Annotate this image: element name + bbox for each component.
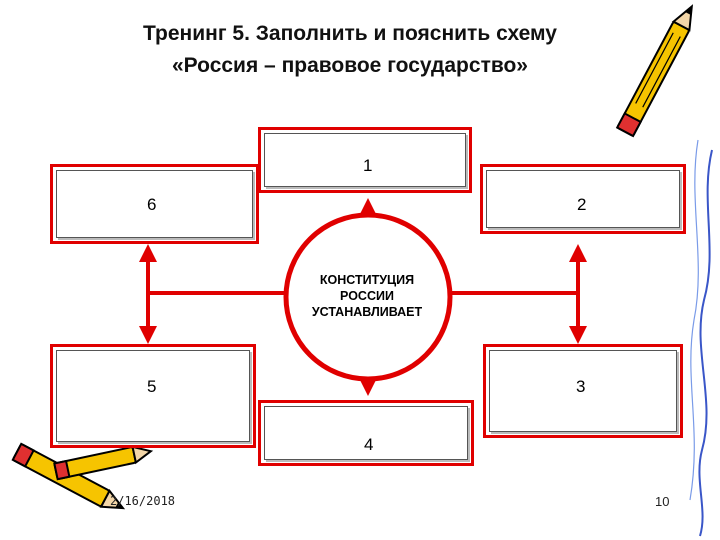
- box-2-number: 2: [577, 195, 587, 214]
- arrow-to-box-1: [360, 198, 376, 214]
- arrow-to-box-2: [569, 244, 587, 262]
- title-line-2: «Россия – правовое государство»: [171, 54, 528, 77]
- arrow-to-box-4: [360, 380, 376, 396]
- box-5-number: 5: [147, 377, 157, 396]
- pencils-icon: [11, 442, 154, 510]
- slide-title: Тренинг 5. Заполнить и пояснить схему «Р…: [60, 18, 640, 82]
- pencil-icon: [615, 4, 694, 138]
- box-1: 1: [258, 127, 472, 193]
- center-label-line-1: КОНСТИТУЦИЯ: [319, 273, 415, 287]
- box-4-number: 4: [364, 435, 374, 454]
- arrow-to-box-5: [139, 326, 157, 344]
- box-5: 5: [50, 344, 256, 448]
- title-line-1: Тренинг 5. Заполнить и пояснить схему: [143, 22, 557, 45]
- arrow-to-box-3: [569, 326, 587, 344]
- page-number: 10: [655, 494, 670, 509]
- footer-date: 2/16/2018: [110, 494, 176, 508]
- box-2: 2: [480, 164, 686, 234]
- box-3-number: 3: [576, 377, 586, 396]
- arrow-to-box-6: [139, 244, 157, 262]
- box-6-number: 6: [147, 195, 157, 214]
- box-1-number: 1: [363, 156, 373, 175]
- box-6: 6: [50, 164, 259, 244]
- box-3: 3: [483, 344, 683, 438]
- squiggle-line: [698, 149, 713, 537]
- center-label: КОНСТИТУЦИЯ РОССИИ УСТАНАВЛИВАЕТ: [292, 272, 442, 320]
- center-label-line-2: РОССИИ: [340, 289, 394, 303]
- center-label-line-3: УСТАНАВЛИВАЕТ: [311, 305, 423, 319]
- center-circle: [283, 212, 453, 382]
- box-4: 4: [258, 400, 474, 466]
